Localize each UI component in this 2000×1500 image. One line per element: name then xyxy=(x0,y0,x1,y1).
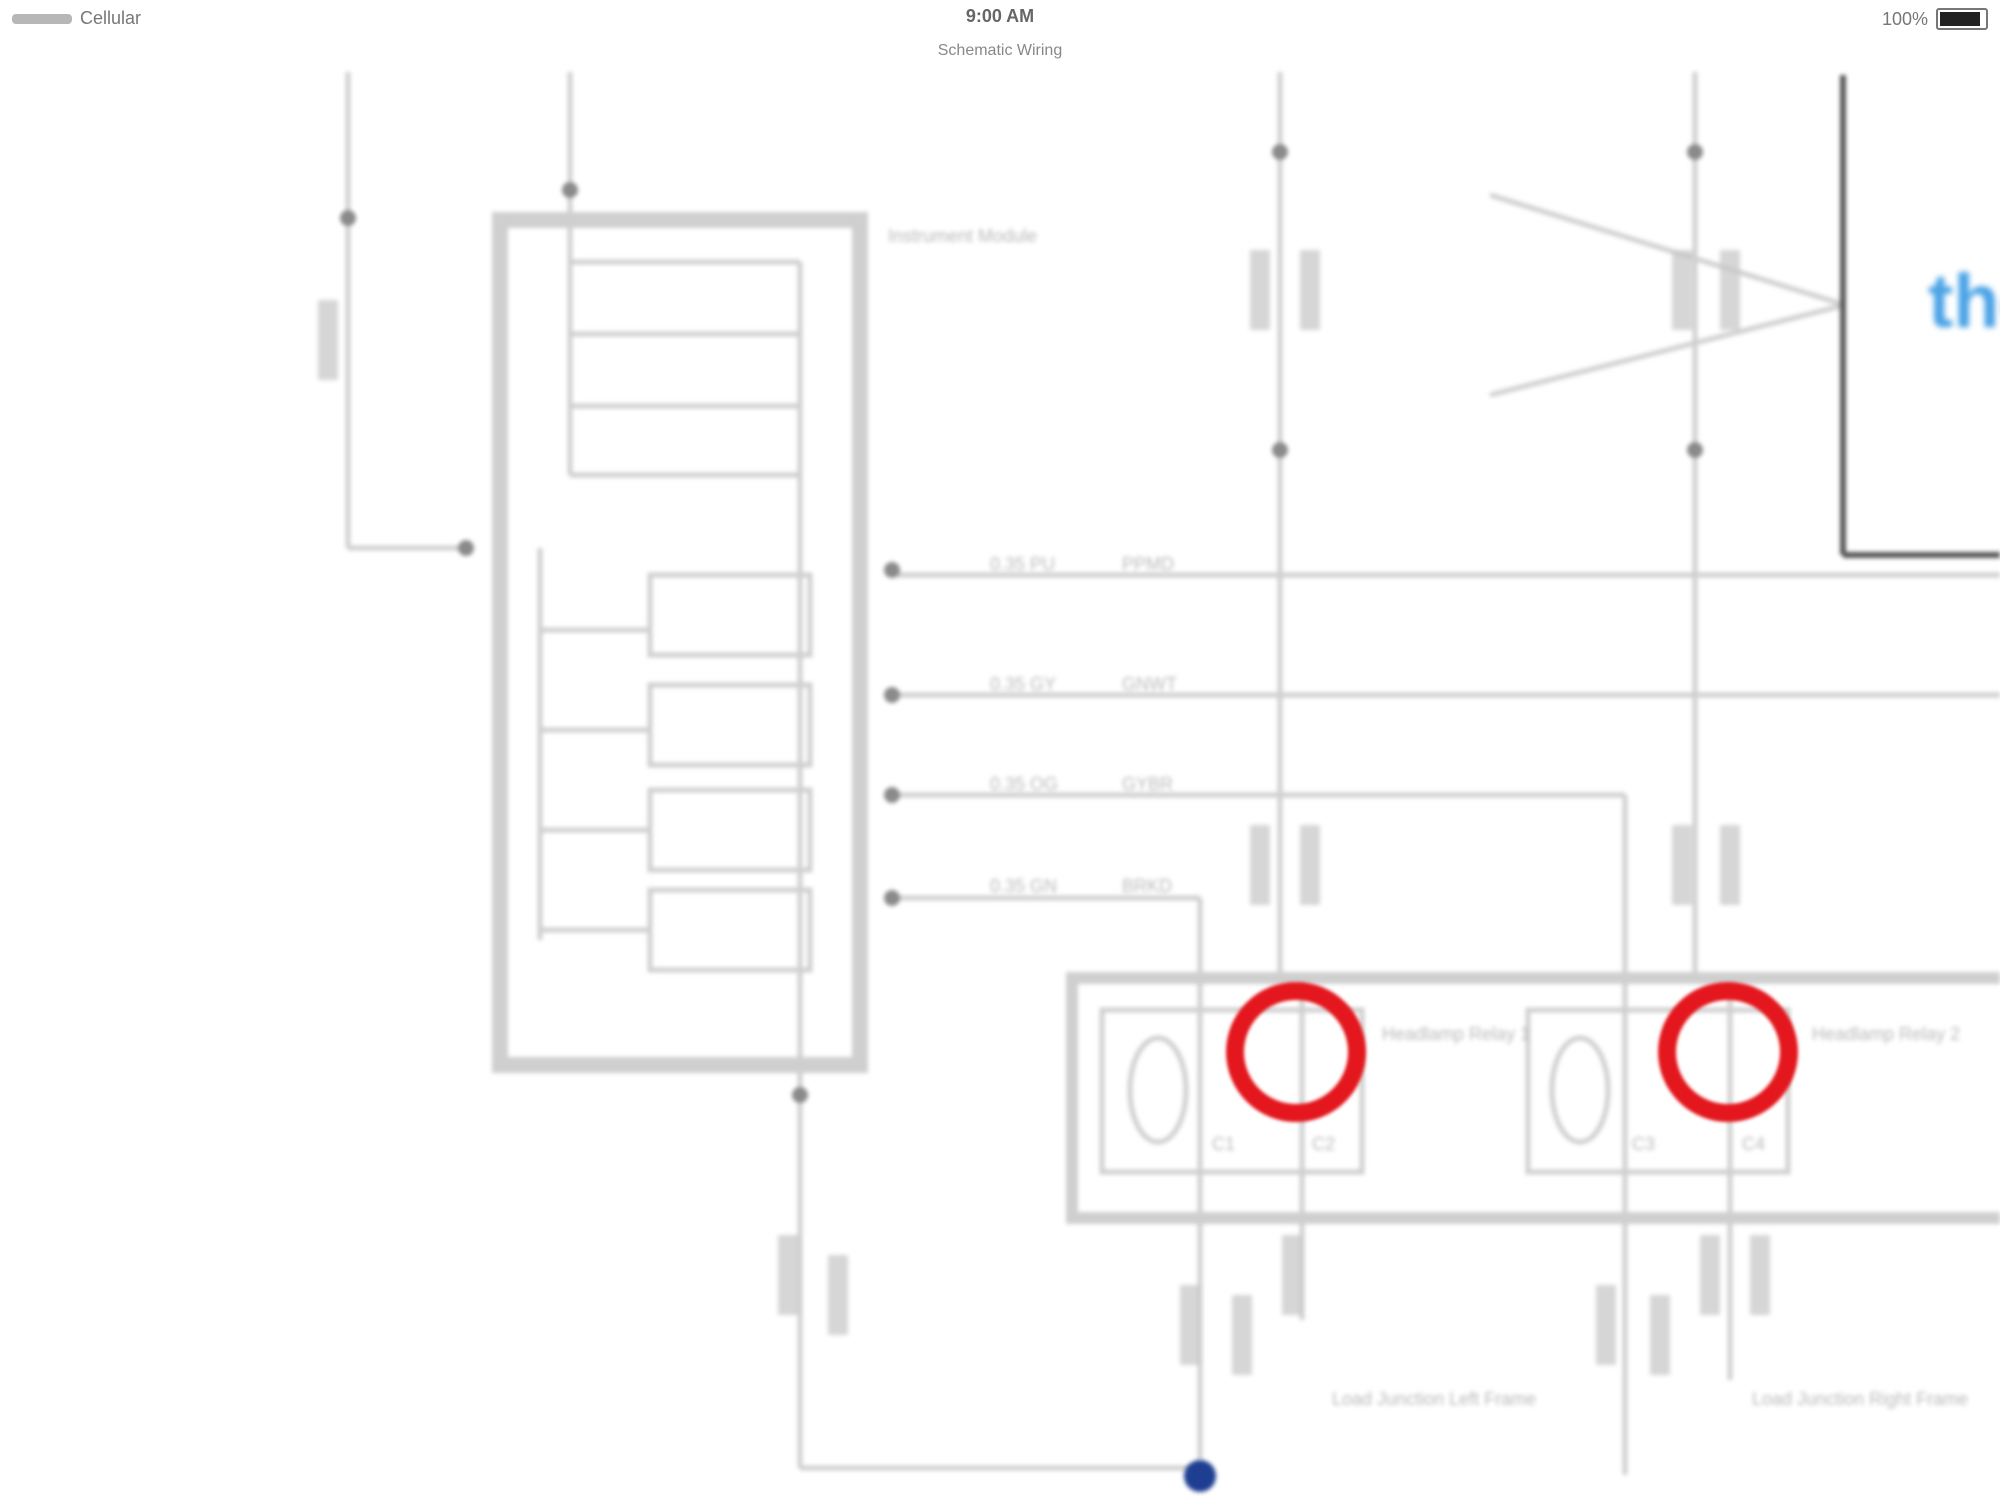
wire-code-2: GNWT xyxy=(1122,674,1177,694)
connector-label-2: 0.35 GY xyxy=(990,674,1056,694)
document-title: Schematic Wiring xyxy=(937,42,1063,59)
location-marker-icon[interactable] xyxy=(1184,1460,1216,1492)
module-outline xyxy=(492,212,868,1073)
battery-status: 100% xyxy=(1882,8,1988,30)
pin-label-2: C2 xyxy=(1312,1134,1335,1154)
battery-percent: 100% xyxy=(1881,8,1928,29)
pin-label-1: C1 xyxy=(1212,1134,1235,1154)
pin-label-3: C3 xyxy=(1632,1134,1655,1154)
status-bar: Cellular 9:00 AM 100% xyxy=(0,0,2000,44)
pin-label-4: C4 xyxy=(1742,1134,1765,1154)
ground-left-label: Load Junction Left Frame xyxy=(1332,1389,1536,1409)
wire-code-1: PPMD xyxy=(1122,554,1174,574)
carrier-info: Cellular xyxy=(12,8,141,29)
connector-label-1: 0.35 PU xyxy=(990,554,1055,574)
highlight-circle-left[interactable] xyxy=(1226,982,1366,1122)
connector-label-3: 0.35 OG xyxy=(990,774,1058,794)
module-label: Instrument Module xyxy=(888,226,1037,246)
relay-housing xyxy=(1066,972,2000,1224)
relay-right-label: Headlamp Relay 2 xyxy=(1812,1024,1960,1044)
carrier-label: Cellular xyxy=(80,8,142,28)
relay-left-label: Headlamp Relay 1 xyxy=(1382,1024,1530,1044)
connector-label-4: 0.35 GN xyxy=(990,876,1057,896)
wire-code-3: GYBR xyxy=(1122,774,1173,794)
wire-code-4: BRKD xyxy=(1122,876,1172,896)
overlay-text: the xyxy=(1928,259,2000,344)
clock: 9:00 AM xyxy=(965,6,1035,26)
highlight-circle-right[interactable] xyxy=(1658,982,1798,1122)
signal-strength-icon xyxy=(12,13,72,24)
battery-icon xyxy=(1936,8,1988,30)
ground-right-label: Load Junction Right Frame xyxy=(1752,1389,1968,1409)
